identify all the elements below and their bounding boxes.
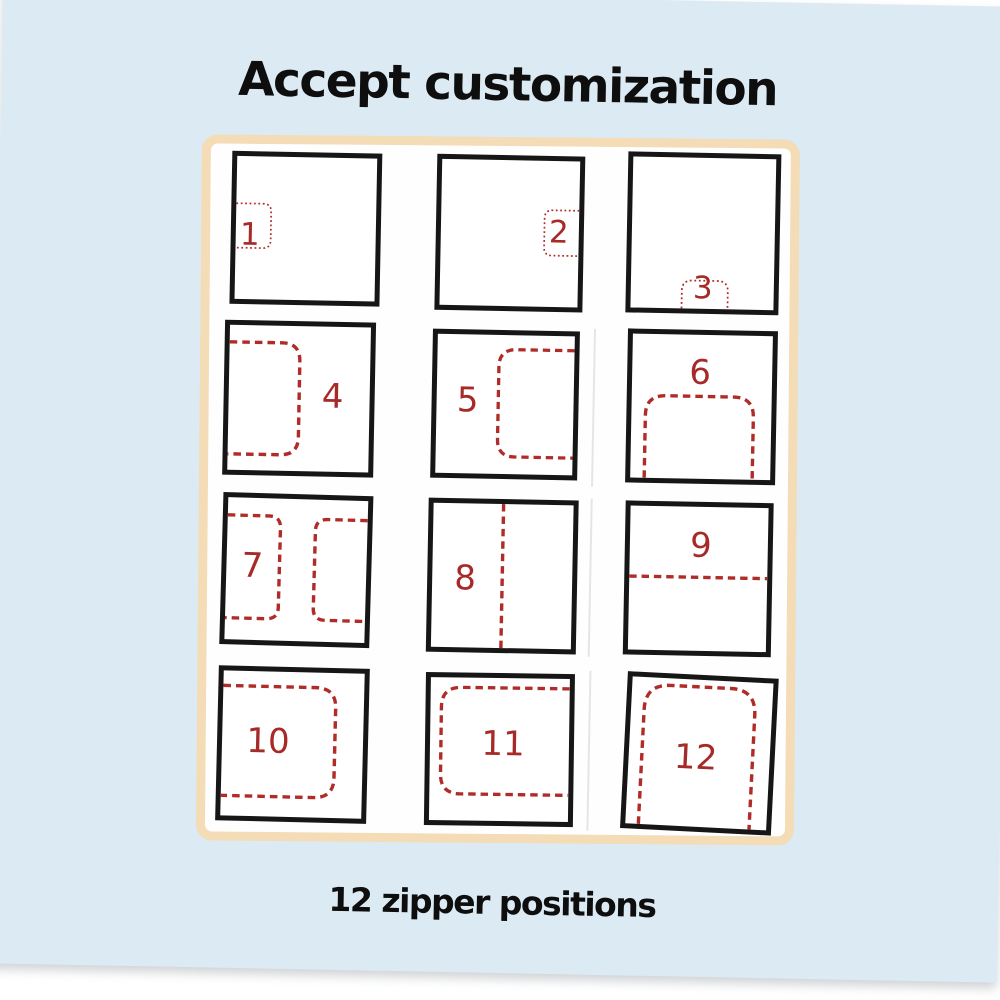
zipper-number: 10 xyxy=(245,720,291,762)
zipper-outline-icon xyxy=(543,209,580,257)
zipper-number: 2 xyxy=(548,214,570,251)
zipper-cell-11: 11 xyxy=(423,672,575,828)
zipper-number: 1 xyxy=(239,216,260,253)
zipper-outline-icon xyxy=(227,340,302,457)
zipper-number: 4 xyxy=(321,376,344,417)
zipper-outline-icon xyxy=(224,513,368,624)
zipper-outline-icon xyxy=(499,504,506,649)
zipper-cell-10: 10 xyxy=(215,665,370,824)
zipper-number: 6 xyxy=(688,352,712,394)
zipper-cell-8: 8 xyxy=(425,497,579,655)
zipper-cell-3: 3 xyxy=(625,151,782,316)
zipper-outline-icon xyxy=(636,683,757,830)
zipper-cell-12: 12 xyxy=(620,671,779,836)
zipper-number: 12 xyxy=(673,736,719,779)
zipper-cell-7: 7 xyxy=(219,492,374,649)
zipper-number: 7 xyxy=(241,545,264,587)
zipper-cell-1: 1 xyxy=(229,150,383,307)
zipper-number: 5 xyxy=(456,380,479,421)
zipper-cell-2: 2 xyxy=(434,153,586,313)
footer-caption: 12 zipper positions xyxy=(328,879,656,926)
zipper-number: 8 xyxy=(453,558,477,599)
page-title: Accept customization xyxy=(237,51,778,118)
zipper-outline-icon xyxy=(642,394,756,480)
zipper-outline-icon xyxy=(629,574,768,581)
zipper-cell-6: 6 xyxy=(625,328,779,486)
zipper-cell-4: 4 xyxy=(222,319,377,478)
zipper-outline-icon xyxy=(220,683,338,800)
zipper-cell-5: 5 xyxy=(430,328,580,481)
zipper-number: 3 xyxy=(692,270,714,307)
zipper-cell-9: 9 xyxy=(622,500,774,658)
zipper-outline-icon xyxy=(235,202,273,249)
zipper-outline-icon xyxy=(438,685,570,798)
zipper-number: 9 xyxy=(689,525,713,567)
zipper-number: 11 xyxy=(481,723,525,765)
zipper-outline-icon xyxy=(495,348,575,460)
zipper-outline-icon xyxy=(680,279,729,310)
